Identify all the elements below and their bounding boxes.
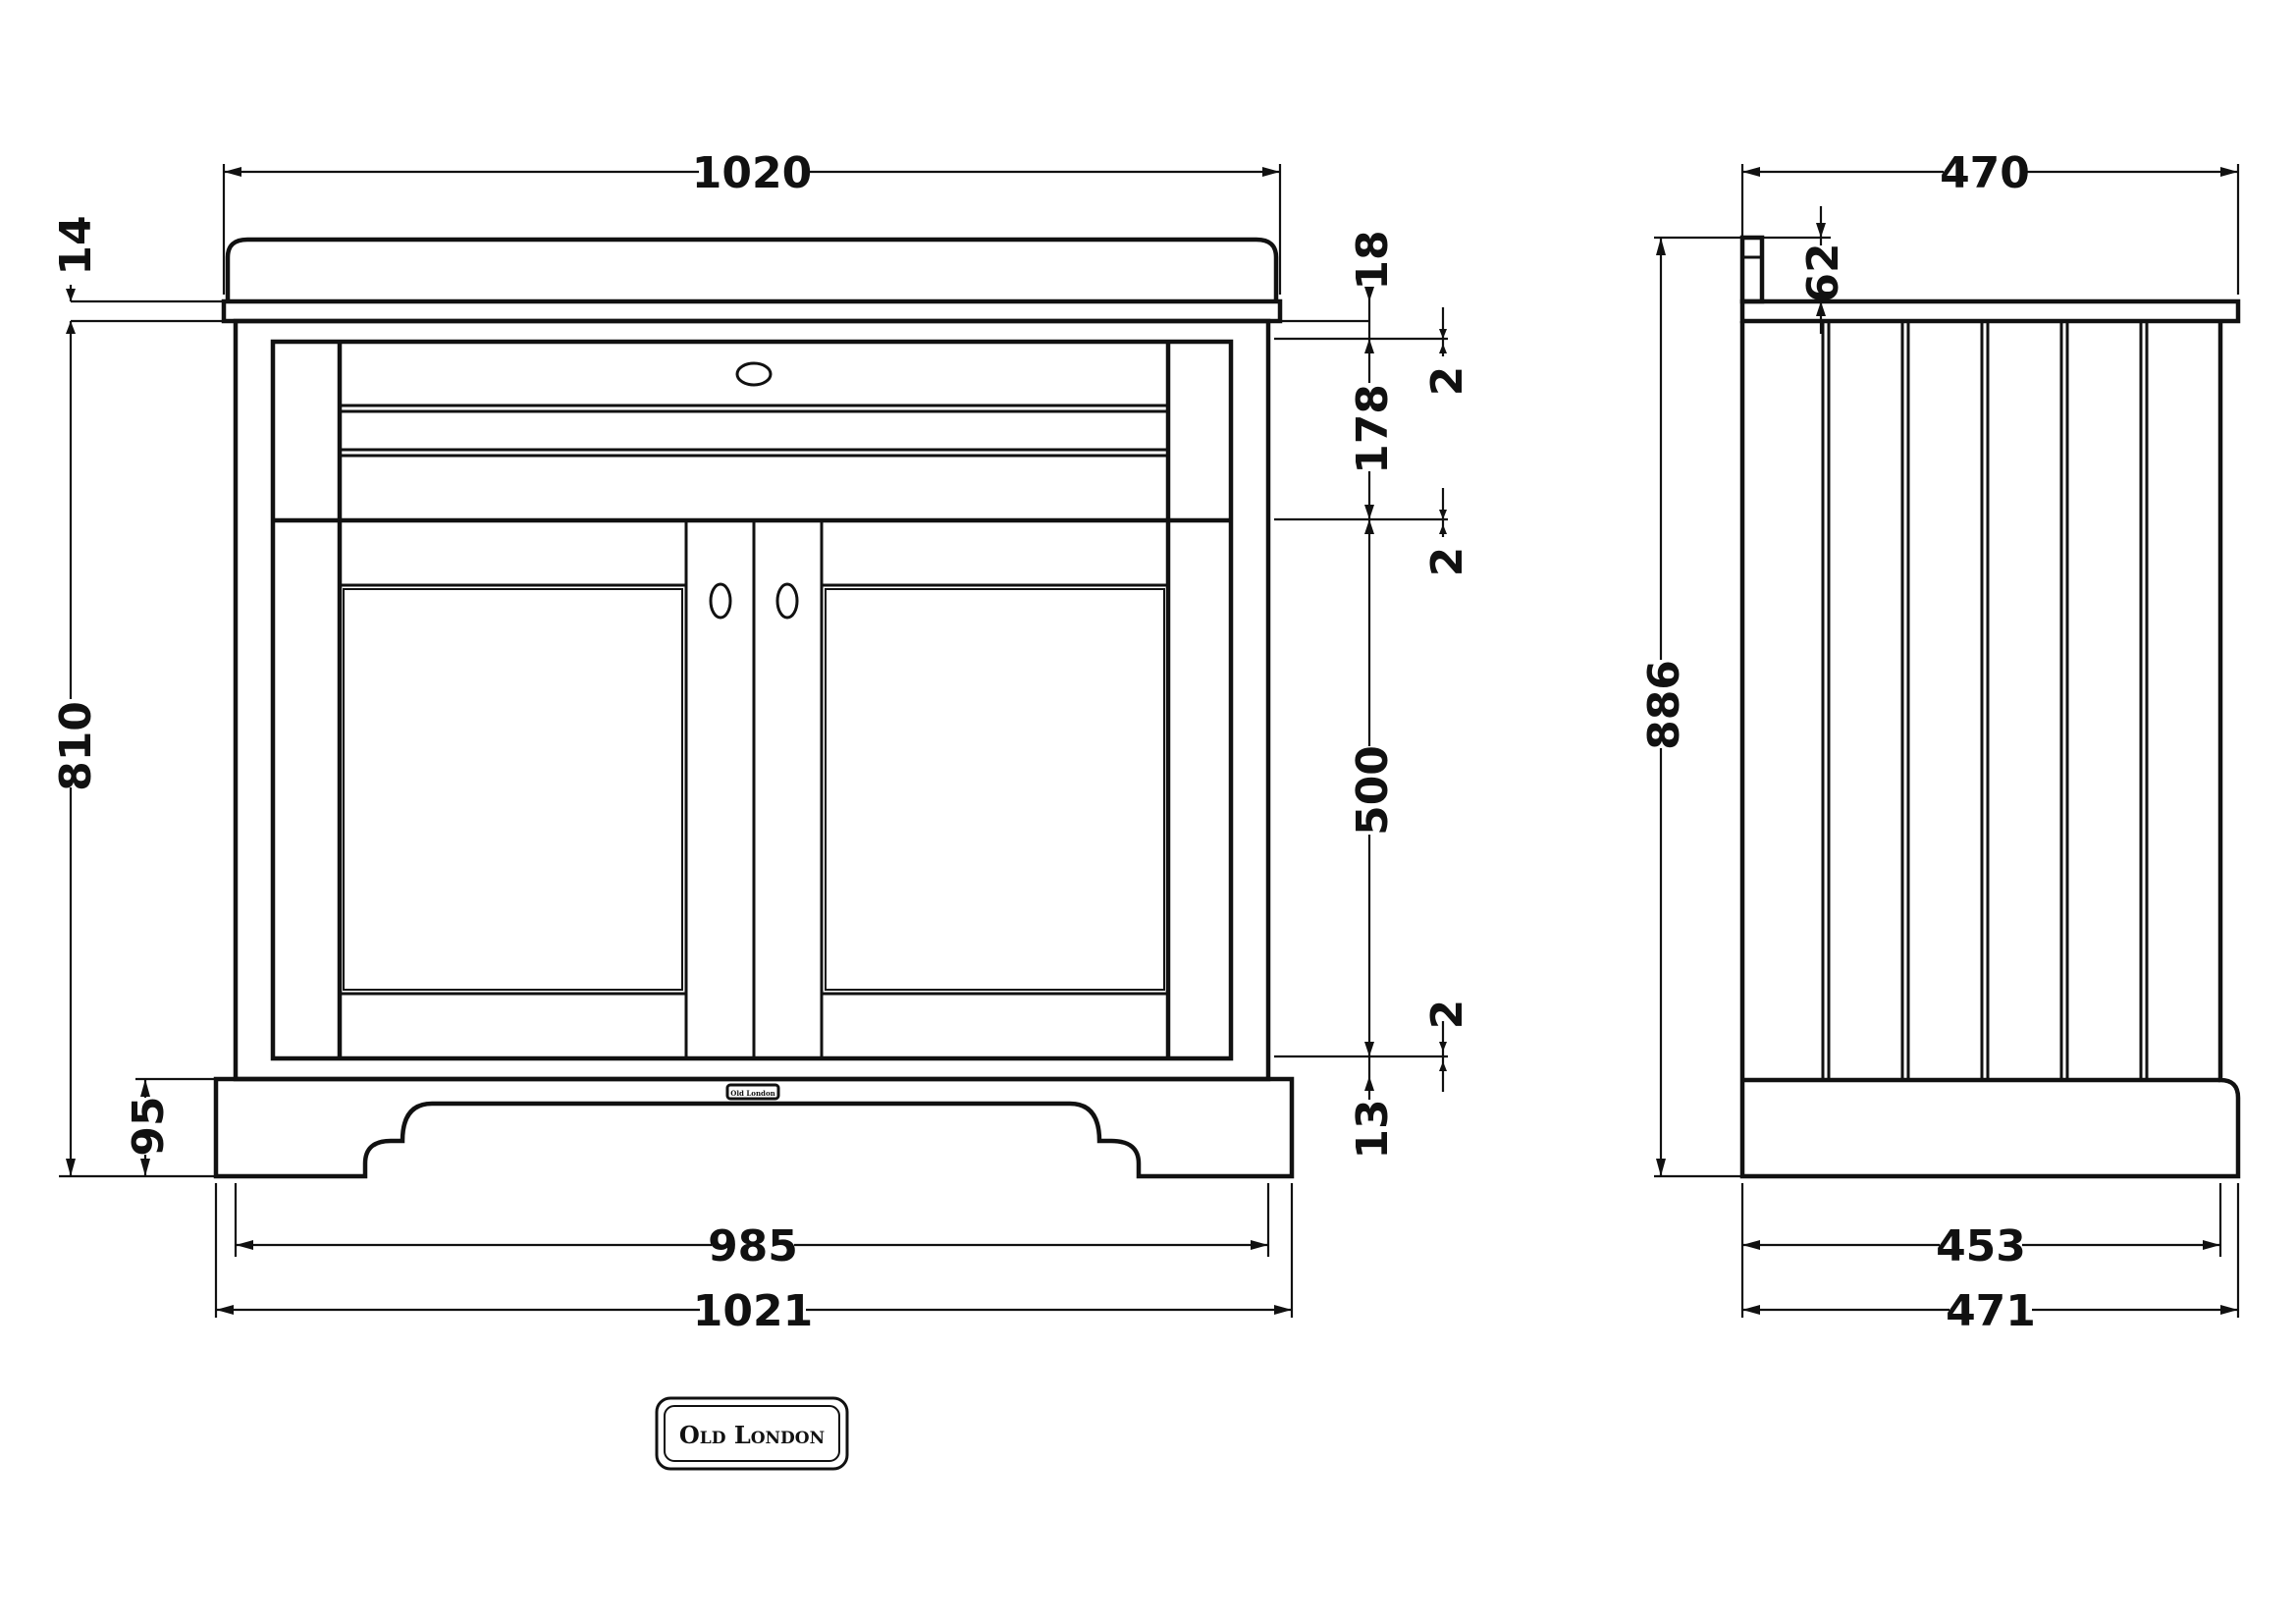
cabinet-face bbox=[270, 339, 1234, 1061]
drawer bbox=[273, 361, 1231, 523]
old-london-logo: Old London bbox=[655, 1396, 849, 1471]
logo-text: Old London bbox=[679, 1421, 825, 1449]
cabinet-frame bbox=[233, 318, 1271, 1082]
dim-side-top-depth: 470 bbox=[1940, 148, 2030, 198]
dim-front-plinth-width: 1021 bbox=[693, 1286, 813, 1336]
plinth-plate bbox=[725, 1083, 780, 1101]
right-door-knob bbox=[775, 582, 799, 620]
dim-side-body-depth: 453 bbox=[1936, 1221, 2026, 1271]
dim-side-total-height: 886 bbox=[1639, 660, 1689, 750]
dim-front-top-width: 1020 bbox=[692, 148, 812, 198]
side-view: 470 62 886 453 471 bbox=[1639, 147, 2241, 1336]
dim-front-door-height: 500 bbox=[1348, 745, 1398, 836]
dim-side-plinth-depth: 471 bbox=[1946, 1286, 2036, 1336]
drawer-handle bbox=[735, 361, 773, 387]
plinth-plate-text: Old London bbox=[730, 1089, 774, 1098]
dim-front-body-height: 810 bbox=[51, 701, 101, 791]
side-panel-grooves bbox=[1742, 321, 2220, 1083]
side-upstand bbox=[1739, 235, 1765, 304]
side-body bbox=[1739, 321, 2241, 1179]
front-view: Old London 1020 14 810 95 bbox=[51, 147, 1472, 1336]
right-door bbox=[775, 518, 1170, 1060]
side-worktop bbox=[1739, 298, 2241, 324]
dim-front-drawer-height: 178 bbox=[1348, 384, 1398, 474]
left-door bbox=[338, 518, 756, 1060]
dim-front-gap-mid: 2 bbox=[1422, 547, 1472, 577]
dim-front-gap-top: 2 bbox=[1422, 366, 1472, 397]
dim-front-top-gap: 18 bbox=[1348, 230, 1398, 290]
plinth: Old London bbox=[213, 1076, 1295, 1179]
dim-front-base-gap: 13 bbox=[1348, 1099, 1398, 1159]
dim-front-plinth-height: 95 bbox=[124, 1096, 174, 1156]
dim-front-inner-width: 985 bbox=[708, 1221, 798, 1271]
worktop bbox=[221, 298, 1283, 324]
worktop-upstand bbox=[225, 237, 1279, 301]
dim-front-gap-bottom: 2 bbox=[1422, 1000, 1472, 1030]
left-door-knob bbox=[709, 582, 732, 620]
dim-front-top-thickness: 14 bbox=[51, 215, 101, 275]
dim-side-upstand-height: 62 bbox=[1798, 243, 1848, 302]
